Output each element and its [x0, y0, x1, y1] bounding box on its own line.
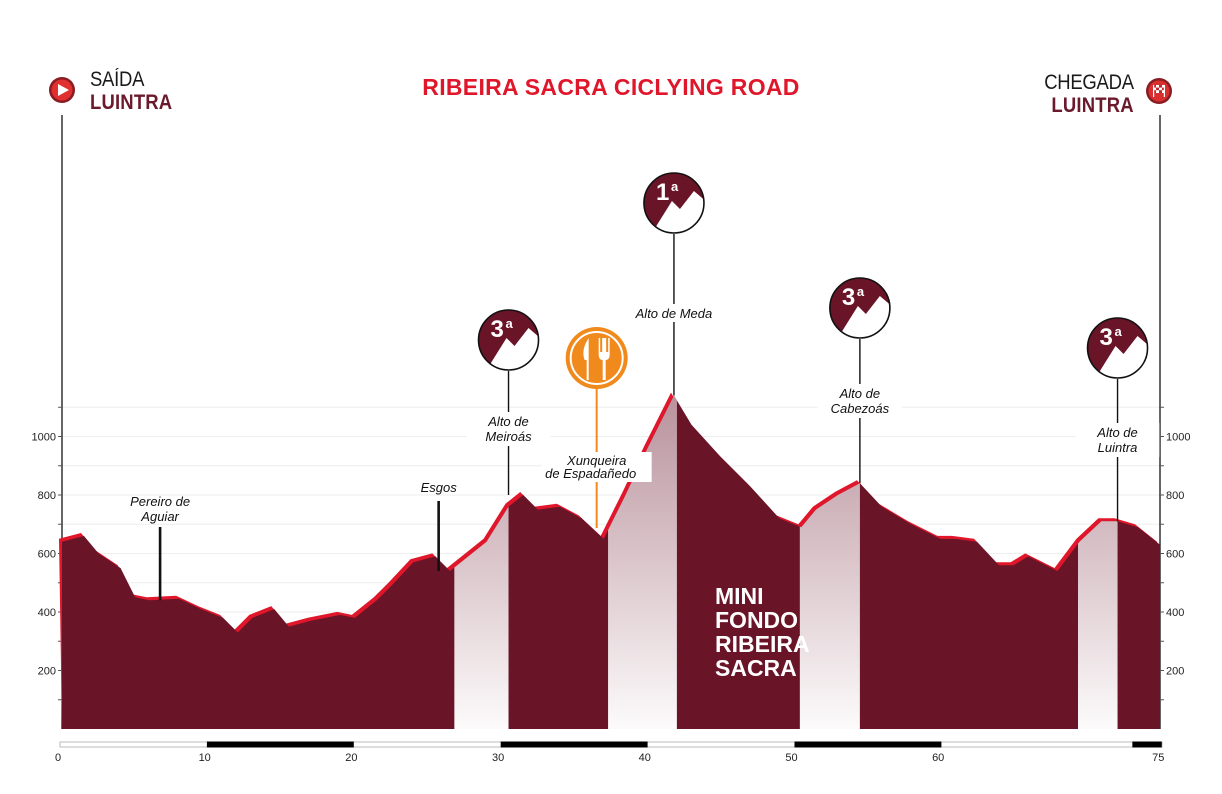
y-tick-label-left: 200 — [38, 666, 56, 678]
x-tick-label: 75 — [1152, 752, 1164, 764]
x-tick-label: 10 — [199, 752, 211, 764]
svg-text:a: a — [506, 316, 514, 331]
play-icon — [49, 77, 75, 103]
y-tick-label-right: 400 — [1166, 607, 1184, 619]
start-place: LUINTRA — [90, 91, 173, 114]
climb-name: Alto de — [487, 414, 528, 429]
finish-label: CHEGADA — [1044, 71, 1134, 94]
y-tick-label-right: 200 — [1166, 666, 1184, 678]
finish-marker — [1145, 77, 1173, 105]
svg-text:a: a — [857, 284, 865, 299]
finish-label-group: CHEGADA LUINTRA — [1032, 71, 1134, 117]
food-stop-name: de Espadañedo — [545, 466, 636, 481]
distance-scale: 0 10 20 30 40 50 60 75 — [55, 741, 1164, 764]
place-marker: Esgos — [421, 480, 458, 572]
svg-text:1: 1 — [656, 179, 669, 206]
svg-text:3: 3 — [491, 316, 504, 343]
x-tick-label: 50 — [785, 752, 797, 764]
climb-name: Alto de — [839, 386, 880, 401]
feature-label-line4: SACRA — [715, 655, 797, 681]
y-tick-label-right: 800 — [1166, 490, 1184, 502]
y-tick-label-left: 1000 — [32, 432, 56, 444]
x-tick-label: 0 — [55, 752, 61, 764]
start-label: SAÍDA — [90, 68, 145, 91]
climb-name: Luintra — [1098, 440, 1138, 455]
svg-text:a: a — [1115, 324, 1123, 339]
y-tick-label-right: 600 — [1166, 549, 1184, 561]
feature-label-line1: MINI — [715, 583, 764, 609]
finish-place: LUINTRA — [1051, 94, 1134, 117]
y-tick-label-left: 800 — [38, 490, 56, 502]
climb-name: Alto de — [1096, 425, 1137, 440]
x-tick-label: 30 — [492, 752, 504, 764]
fork-knife-icon — [565, 327, 628, 389]
place-name: Pereiro de — [130, 494, 190, 509]
x-tick-label: 20 — [345, 752, 357, 764]
svg-text:a: a — [671, 179, 679, 194]
start-label-group: SAÍDA LUINTRA — [90, 68, 184, 114]
climb-name: Alto de Meda — [635, 306, 713, 321]
svg-text:3: 3 — [1100, 324, 1113, 351]
feature-label-line3: RIBEIRA — [715, 631, 810, 657]
y-tick-label-left: 400 — [38, 607, 56, 619]
page-title: RIBEIRA SACRA CICLYING ROAD — [422, 74, 800, 100]
start-marker — [48, 76, 76, 104]
y-tick-label-left: 600 — [38, 549, 56, 561]
checkered-flag-icon — [1146, 78, 1172, 104]
climb-name: Meiroás — [485, 429, 532, 444]
x-tick-label: 40 — [639, 752, 651, 764]
x-tick-label: 60 — [932, 752, 944, 764]
svg-text:3: 3 — [842, 284, 855, 311]
place-name: Esgos — [421, 480, 458, 495]
food-stop-name: Xunqueira — [566, 453, 626, 468]
y-axis-ticks: 200 200 400 400 600 600 800 800 1000 1000 — [32, 406, 1190, 701]
climb-name: Cabezoás — [831, 401, 890, 416]
feature-label-line2: FONDO — [715, 607, 798, 633]
y-tick-label-right: 1000 — [1166, 432, 1190, 444]
place-name: Aguiar — [140, 509, 179, 524]
